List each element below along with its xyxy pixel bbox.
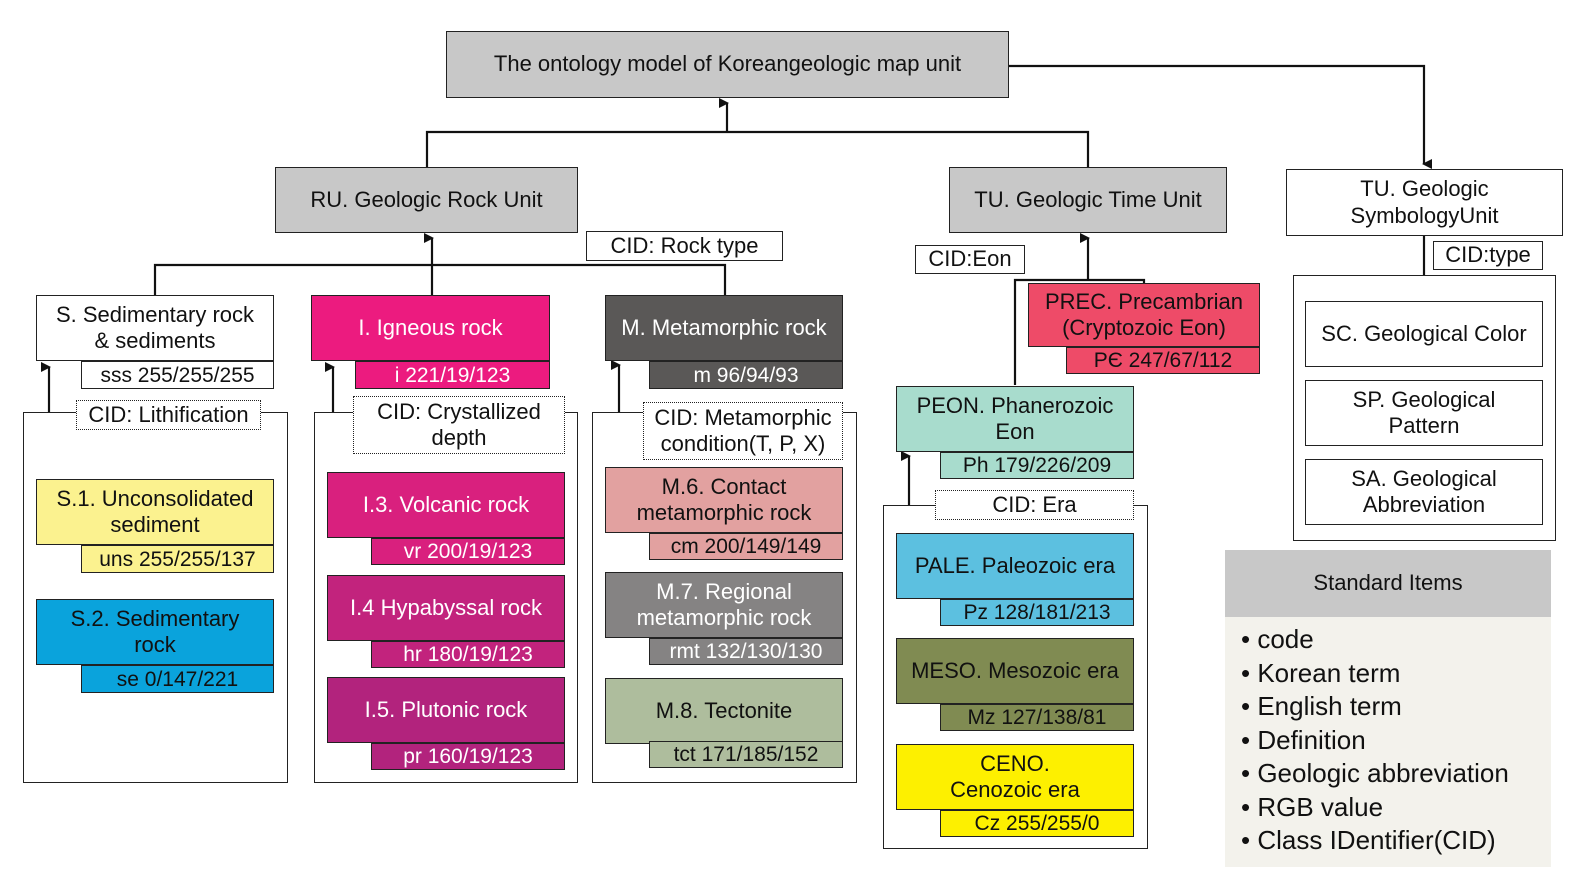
standard-item: Definition [1241, 724, 1551, 758]
standard-item: Geologic abbreviation [1241, 757, 1551, 791]
geological-pattern-node: SP. Geological Pattern [1305, 380, 1543, 446]
regional-metamorphic-node: M.7. Regional metamorphic rock [605, 572, 843, 638]
tectonite-node: M.8. Tectonite [605, 678, 843, 744]
geological-abbreviation-node: SA. Geological Abbreviation [1305, 459, 1543, 525]
root-node: The ontology model of Koreangeologic map… [446, 31, 1009, 98]
standard-item: English term [1241, 690, 1551, 724]
cid-rock-type-label: CID: Rock type [586, 231, 783, 261]
phanerozoic-code: Ph 179/226/209 [940, 452, 1134, 479]
plutonic-rock-node: I.5. Plutonic rock [327, 677, 565, 743]
cid-type-label: CID:type [1433, 241, 1543, 270]
cenozoic-node: CENO. Cenozoic era [896, 744, 1134, 810]
cid-crystallized-depth-label: CID: Crystallized depth [353, 396, 565, 454]
sedimentary-code: sss 255/255/255 [81, 361, 274, 389]
plutonic-rock-code: pr 160/19/123 [371, 743, 565, 770]
cid-era-label: CID: Era [935, 490, 1134, 520]
cid-eon-label: CID:Eon [915, 245, 1025, 274]
hypabyssal-rock-code: hr 180/19/123 [371, 641, 565, 668]
regional-metamorphic-code: rmt 132/130/130 [649, 638, 843, 665]
time-unit-node: TU. Geologic Time Unit [949, 167, 1227, 233]
igneous-code: i 221/19/123 [355, 361, 550, 389]
unconsolidated-sediment-node: S.1. Unconsolidated sediment [36, 479, 274, 545]
sedimentary-rock-node: S.2. Sedimentary rock [36, 599, 274, 665]
volcanic-rock-code: vr 200/19/123 [371, 538, 565, 565]
paleozoic-node: PALE. Paleozoic era [896, 533, 1134, 599]
volcanic-rock-node: I.3. Volcanic rock [327, 472, 565, 538]
standard-item: code [1241, 623, 1551, 657]
sedimentary-container [23, 412, 288, 783]
geological-color-node: SC. Geological Color [1305, 301, 1543, 367]
paleozoic-code: Pz 128/181/213 [940, 599, 1134, 626]
cenozoic-code: Cz 255/255/0 [940, 810, 1134, 837]
igneous-node: I. Igneous rock [311, 295, 550, 361]
phanerozoic-node: PEON. Phanerozoic Eon [896, 386, 1134, 452]
tectonite-code: tct 171/185/152 [649, 741, 843, 768]
standard-item: RGB value [1241, 791, 1551, 825]
standard-item: Korean term [1241, 657, 1551, 691]
symbology-unit-node: TU. Geologic SymbologyUnit [1286, 169, 1563, 236]
contact-metamorphic-code: cm 200/149/149 [649, 533, 843, 560]
sedimentary-rock-code: se 0/147/221 [81, 665, 274, 693]
standard-items-header: Standard Items [1225, 550, 1551, 617]
contact-metamorphic-node: M.6. Contact metamorphic rock [605, 467, 843, 533]
standard-items-list: code Korean term English term Definition… [1225, 617, 1551, 867]
rock-unit-node: RU. Geologic Rock Unit [275, 167, 578, 233]
cid-lithification-label: CID: Lithification [76, 400, 261, 430]
standard-item: Class IDentifier(CID) [1241, 824, 1551, 858]
hypabyssal-rock-node: I.4 Hypabyssal rock [327, 575, 565, 641]
precambrian-node: PREC. Precambrian (Cryptozoic Eon) [1028, 283, 1260, 347]
unconsolidated-sediment-code: uns 255/255/137 [81, 545, 274, 573]
mesozoic-code: Mz 127/138/81 [940, 704, 1134, 731]
metamorphic-node: M. Metamorphic rock [605, 295, 843, 361]
mesozoic-node: MESO. Mesozoic era [896, 638, 1134, 704]
metamorphic-code: m 96/94/93 [649, 361, 843, 389]
sedimentary-node: S. Sedimentary rock & sediments [36, 295, 274, 361]
cid-metamorphic-condition-label: CID: Metamorphic condition(T, P, X) [643, 402, 843, 460]
precambrian-code: PЄ 247/67/112 [1066, 347, 1260, 374]
